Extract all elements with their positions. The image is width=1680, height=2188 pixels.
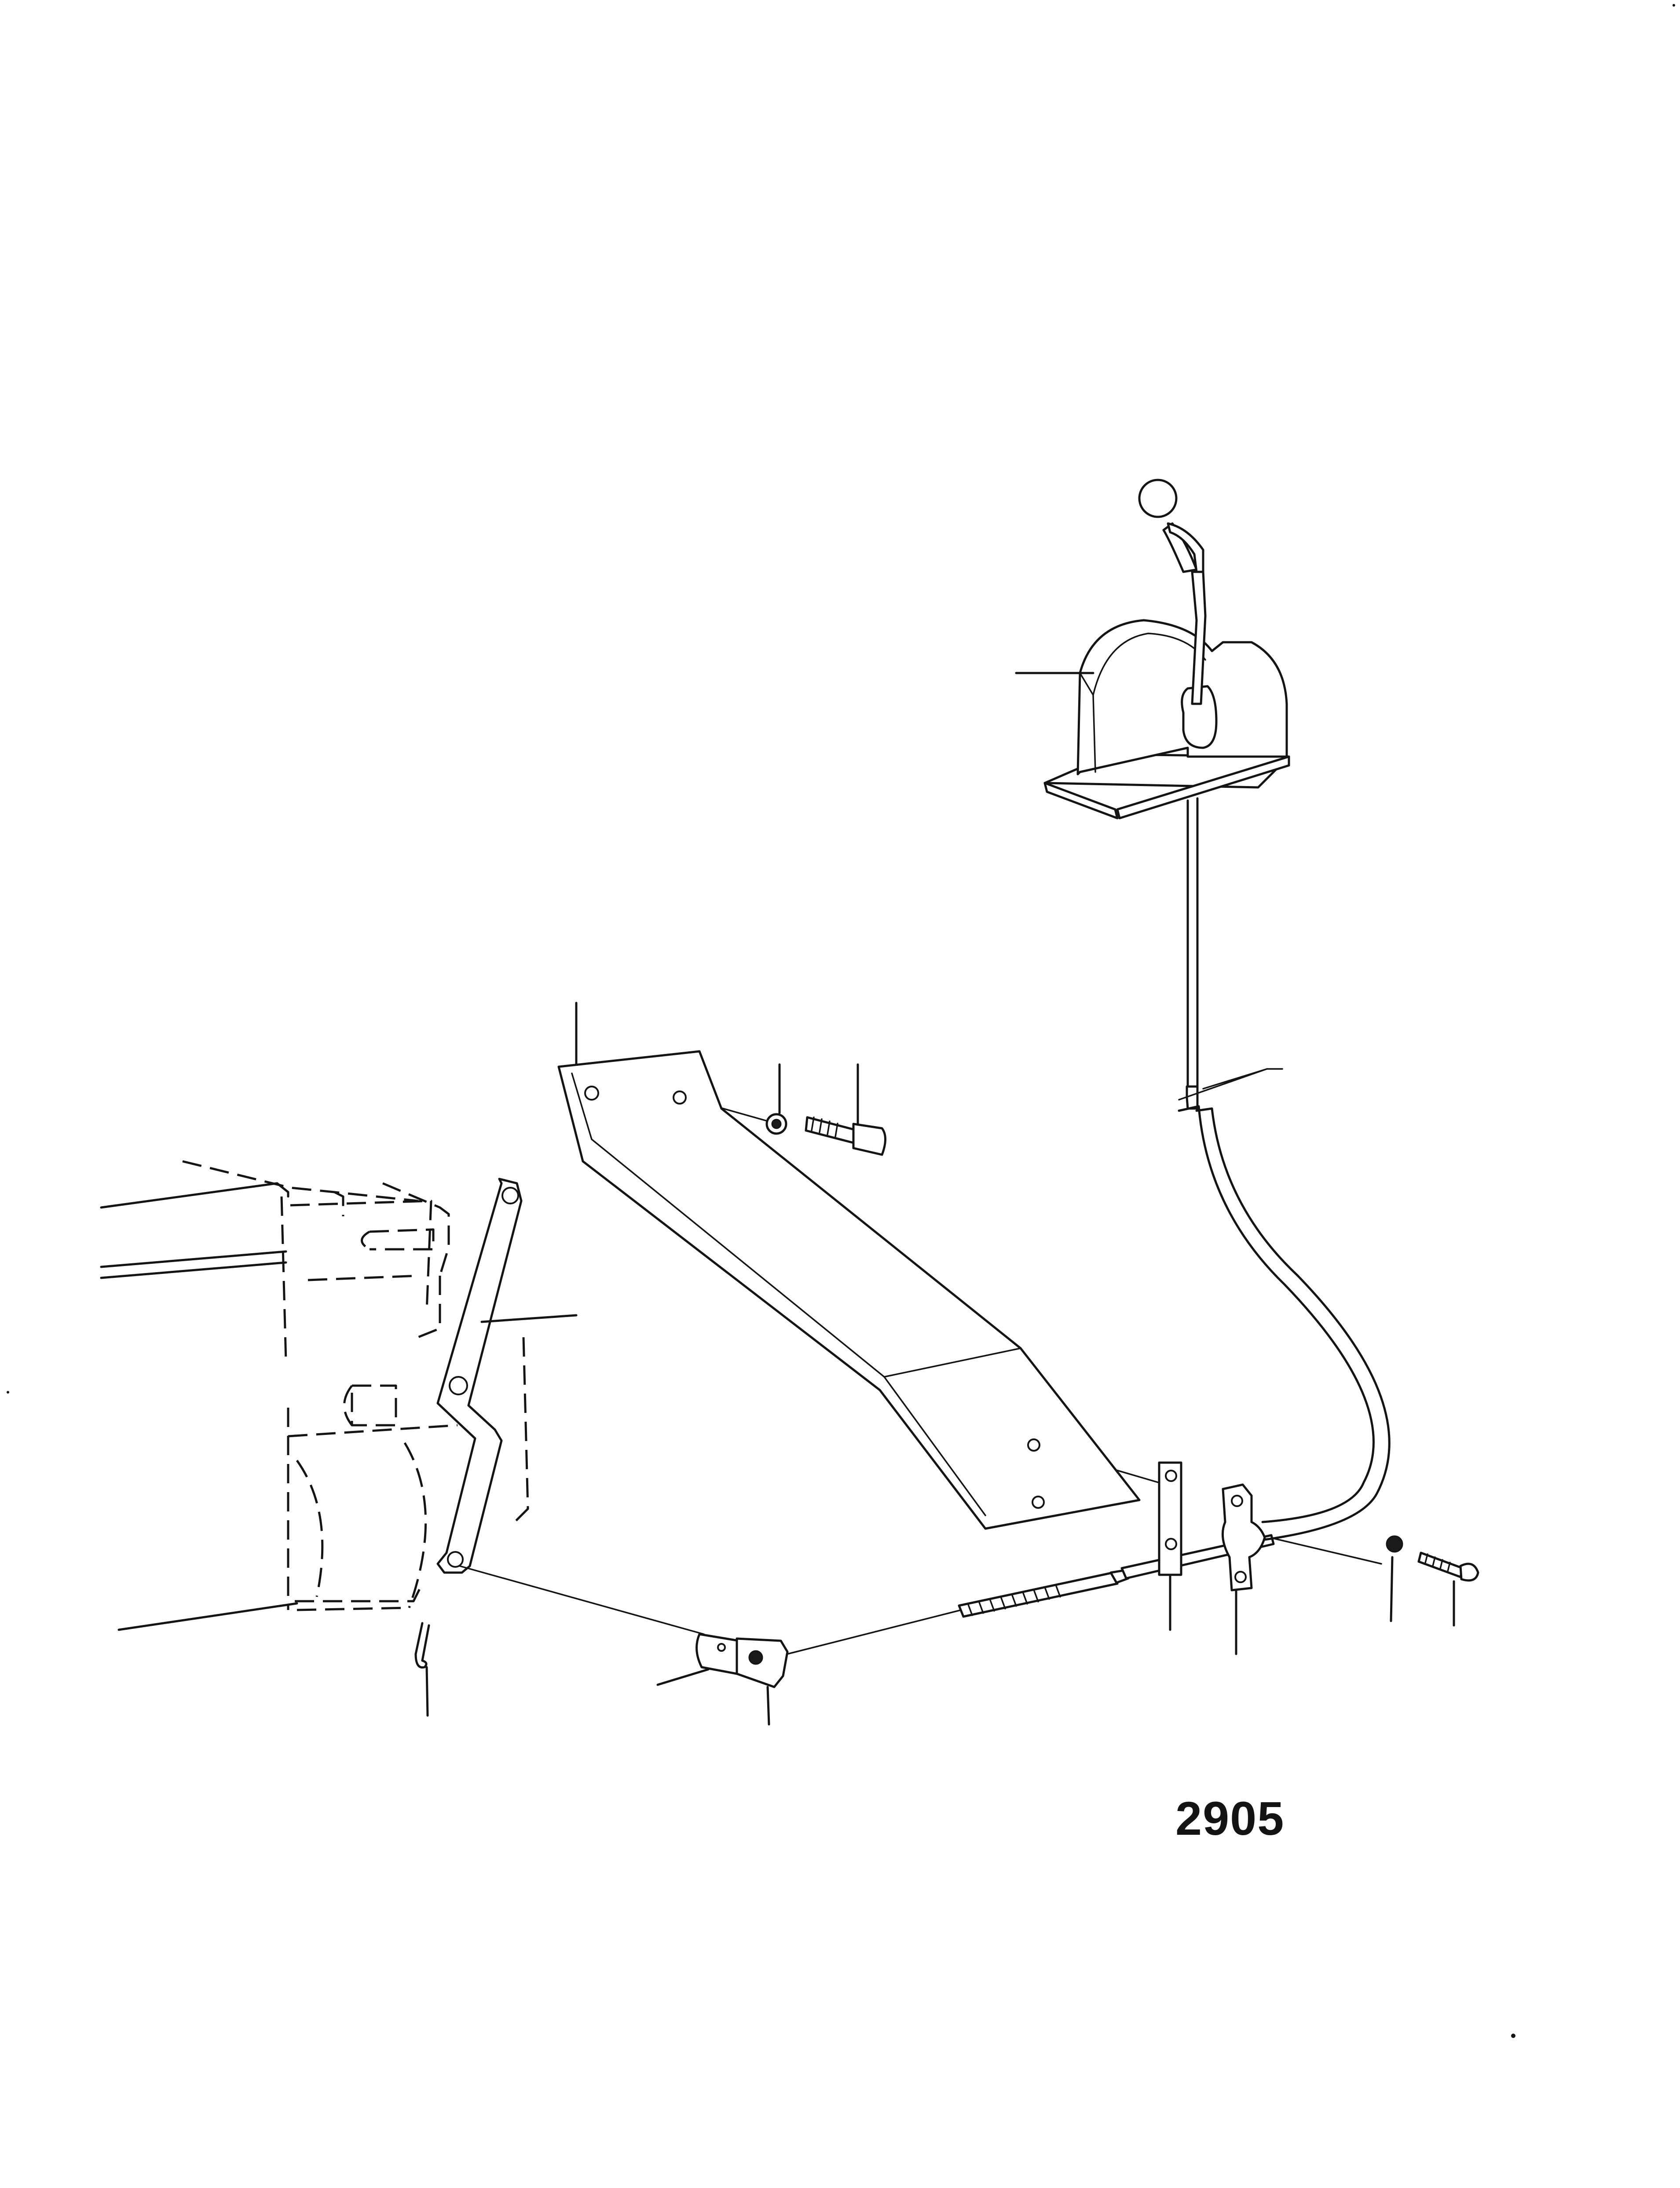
mounting-plate [1158,1461,1182,1631]
mounting-bracket [557,1002,1141,1530]
cotter-pin [414,1622,430,1717]
remote-control-unit [1015,479,1290,1088]
bolt-and-washer [765,1063,886,1156]
engine-block-outline [100,1160,529,1631]
bell-crank-lever [436,1178,578,1574]
figure-number: 2905 [1175,1792,1285,1845]
cable-clevis [656,1633,789,1726]
control-cable [1178,1068,1391,1541]
cable-clamp [1221,1483,1266,1655]
screw-and-washer [1386,1535,1479,1627]
scan-specks [7,4,1675,2038]
